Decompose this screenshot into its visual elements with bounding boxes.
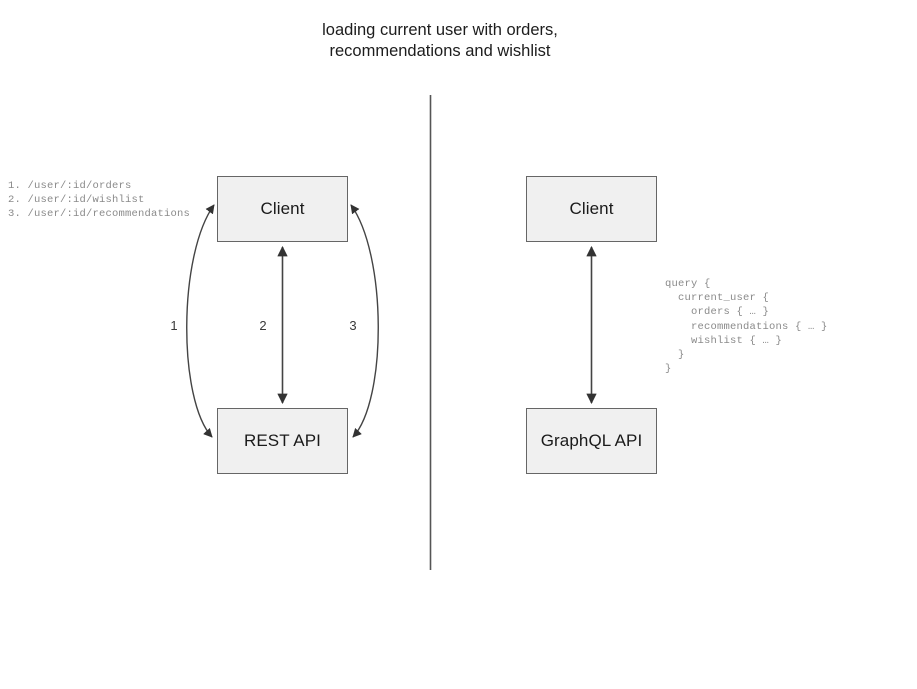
connector-rest-3: [350, 204, 379, 438]
edge-label-3: 3: [349, 318, 357, 333]
node-client-graphql-label: Client: [569, 199, 614, 218]
connector-rest-1: [186, 204, 215, 438]
edge-label-2: 2: [259, 318, 267, 333]
node-graphql-api-label: GraphQL API: [540, 431, 643, 450]
node-client-graphql[interactable]: Client: [526, 176, 657, 242]
node-rest-api[interactable]: REST API: [217, 408, 348, 474]
node-rest-api-label: REST API: [243, 431, 322, 450]
graphql-query-block: query { current_user { orders { … } reco…: [665, 278, 828, 376]
rest-endpoints-list: 1. /user/:id/orders 2. /user/:id/wishlis…: [8, 180, 191, 221]
edge-label-1: 1: [170, 318, 178, 333]
node-graphql-api[interactable]: GraphQL API: [526, 408, 657, 474]
node-client-rest-label: Client: [260, 199, 305, 218]
diagram-title: loading current user with orders, recomm…: [322, 21, 558, 60]
node-client-rest[interactable]: Client: [217, 176, 348, 242]
